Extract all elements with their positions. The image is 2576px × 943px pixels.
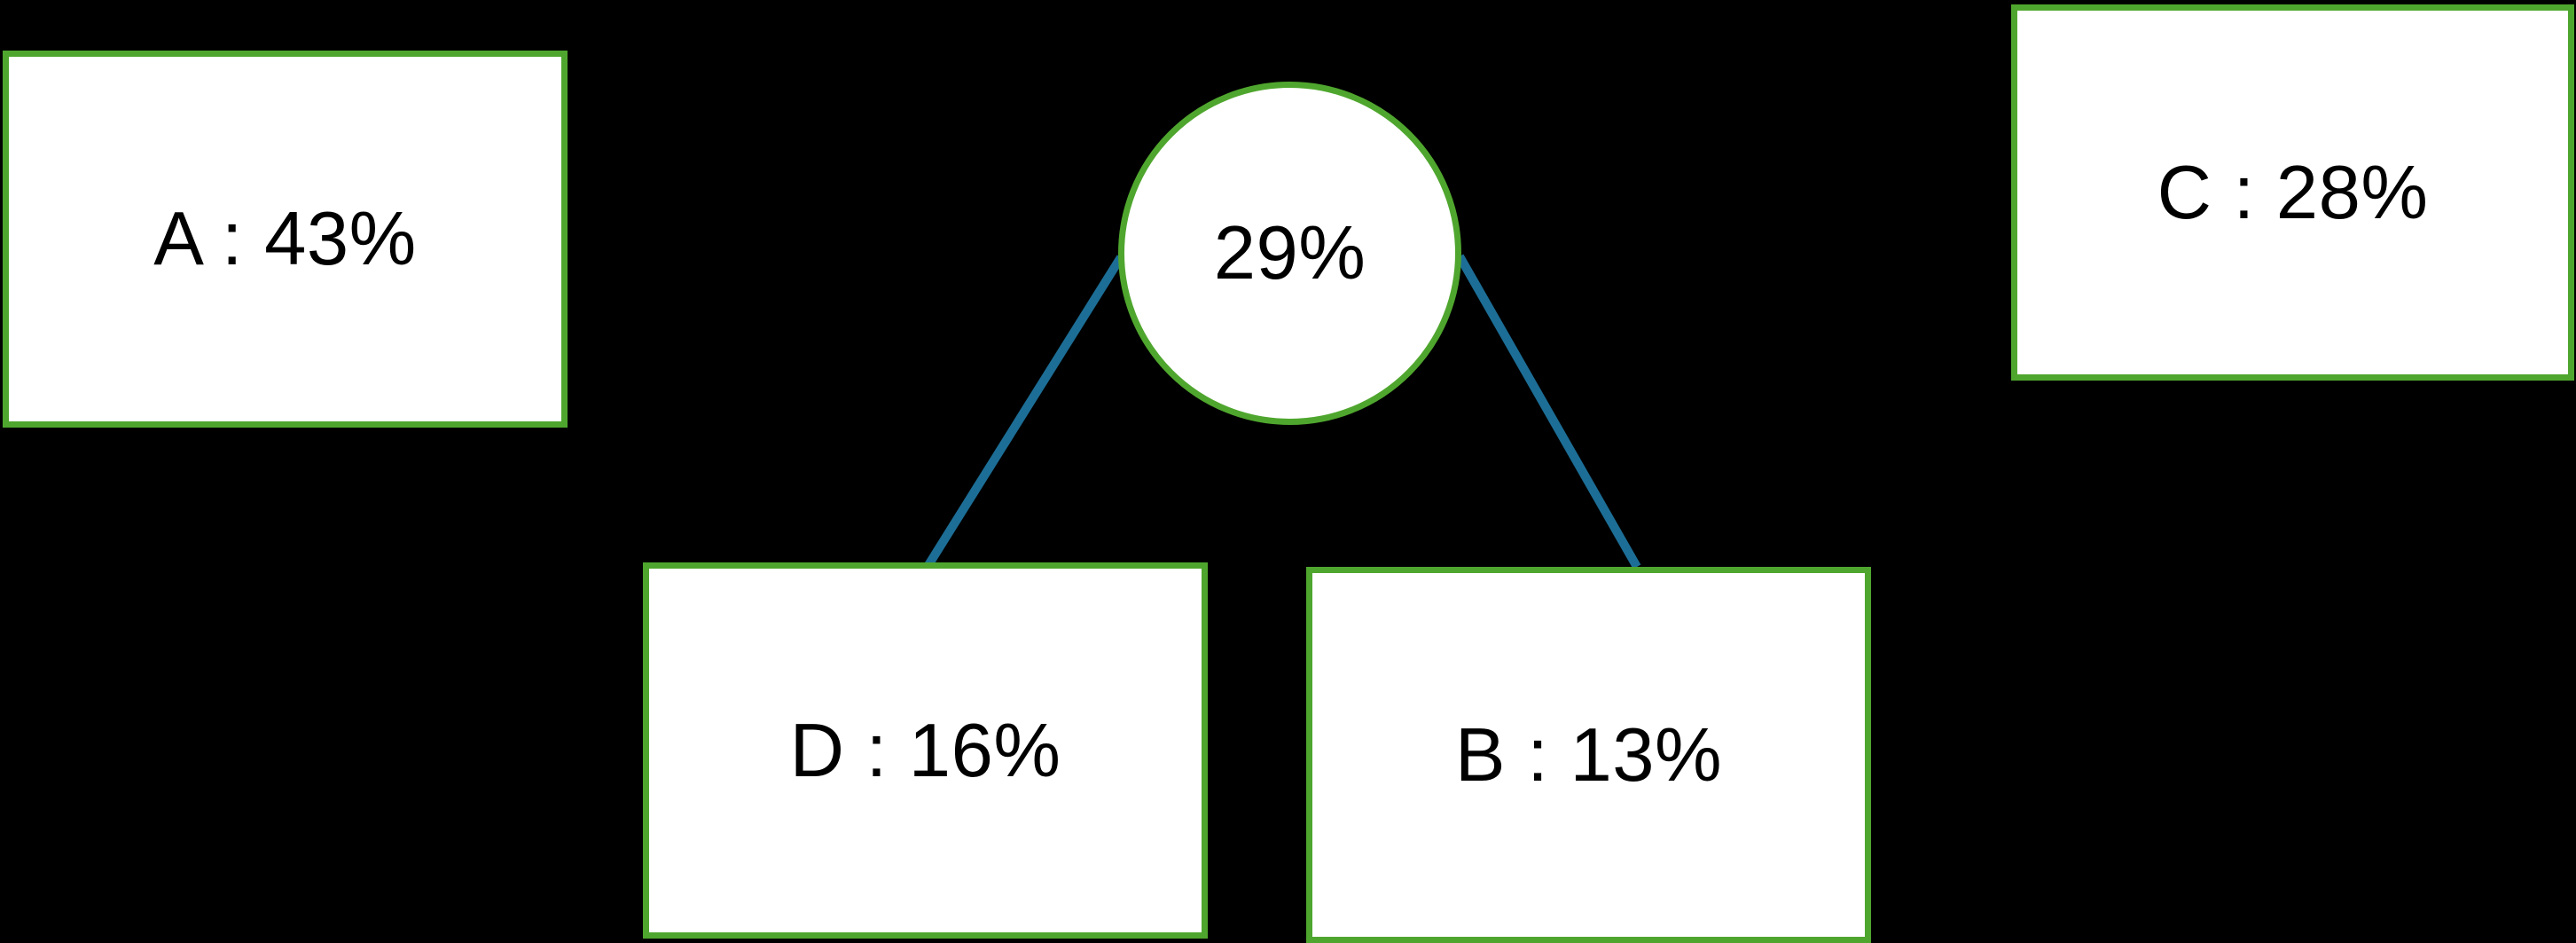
edge-root-to-b [1455, 254, 1641, 570]
node-d-label: D : 16% [789, 708, 1061, 793]
node-a-label: A : 43% [153, 197, 417, 281]
node-root-circle[interactable]: 29% [1118, 82, 1461, 425]
edge-root-to-d [924, 255, 1125, 568]
node-root-label: 29% [1213, 211, 1366, 295]
node-b[interactable]: B : 13% [1306, 567, 1871, 943]
node-b-label: B : 13% [1454, 712, 1723, 798]
node-c[interactable]: C : 28% [2011, 4, 2574, 381]
node-d[interactable]: D : 16% [643, 562, 1208, 939]
node-a[interactable]: A : 43% [3, 51, 568, 428]
node-c-label: C : 28% [2157, 150, 2429, 235]
